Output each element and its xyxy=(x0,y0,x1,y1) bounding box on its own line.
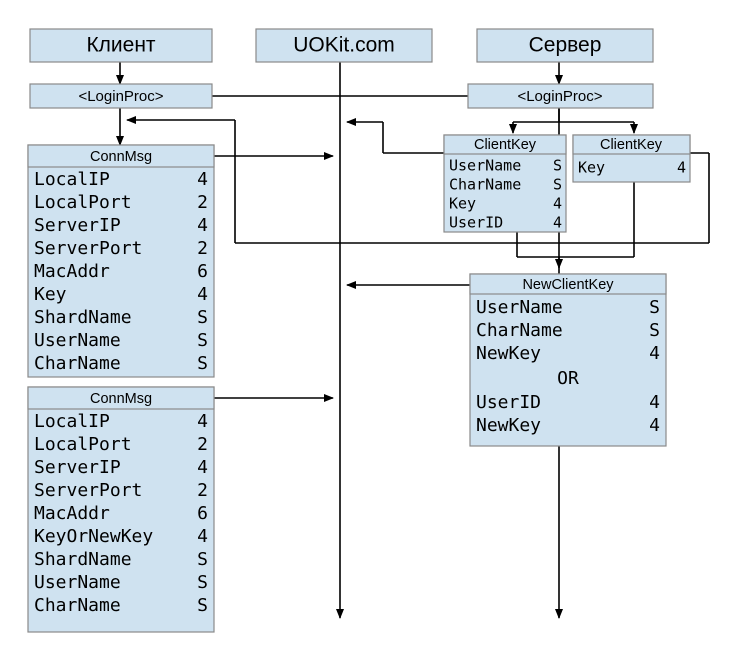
row-name: LocalIP xyxy=(34,411,110,432)
row-name: ServerPort xyxy=(34,480,142,501)
row-name: Key xyxy=(449,195,476,213)
row-size: S xyxy=(649,320,660,341)
connector-return-to-client xyxy=(126,116,710,244)
connector-clientkey1-to-uokit xyxy=(346,118,444,154)
struct-connmsg-1[interactable]: ConnMsg LocalIP 4 LocalPort 2 ServerIP 4… xyxy=(27,144,215,378)
row-name: LocalPort xyxy=(34,192,132,213)
row-size: S xyxy=(553,157,562,175)
struct-separator-or: OR xyxy=(557,368,579,389)
proc-label-server-loginproc: <LoginProc> xyxy=(517,88,602,105)
row-size: 4 xyxy=(197,411,208,432)
row-size: S xyxy=(553,176,562,194)
lifeline-label-server: Сервер xyxy=(529,34,602,57)
row-name: Key xyxy=(34,284,67,305)
struct-connmsg-2[interactable]: ConnMsg LocalIP 4 LocalPort 2 ServerIP 4… xyxy=(27,386,215,633)
row-name: UserID xyxy=(476,392,541,413)
row-size: 2 xyxy=(197,434,208,455)
row-size: 2 xyxy=(197,192,208,213)
row-name: ShardName xyxy=(34,549,132,570)
row-name: CharName xyxy=(34,595,121,616)
row-size: 6 xyxy=(197,261,208,282)
row-size: 4 xyxy=(197,215,208,236)
row-name: Key xyxy=(578,159,605,177)
row-name: KeyOrNewKey xyxy=(34,526,153,547)
row-size: 4 xyxy=(197,284,208,305)
row-name: UserName xyxy=(476,297,563,318)
struct-title-newclientkey: NewClientKey xyxy=(522,277,614,293)
row-name: NewKey xyxy=(476,415,541,436)
struct-clientkey-2[interactable]: ClientKey Key 4 xyxy=(572,134,691,183)
row-size: 4 xyxy=(197,169,208,190)
lifeline-label-uokit: UOKit.com xyxy=(293,34,395,57)
lifeline-header-client[interactable]: Клиент xyxy=(29,28,213,63)
row-size: 4 xyxy=(677,159,686,177)
row-name: ShardName xyxy=(34,307,132,328)
row-name: NewKey xyxy=(476,343,541,364)
row-size: 4 xyxy=(553,195,562,213)
row-name: MacAddr xyxy=(34,261,110,282)
row-name: CharName xyxy=(34,353,121,374)
row-size: S xyxy=(649,297,660,318)
row-name: ServerIP xyxy=(34,457,121,478)
row-size: 2 xyxy=(197,238,208,259)
row-size: 4 xyxy=(197,457,208,478)
lifeline-header-server[interactable]: Сервер xyxy=(476,28,654,63)
row-size: 4 xyxy=(649,392,660,413)
row-size: S xyxy=(197,307,208,328)
struct-clientkey-1[interactable]: ClientKey UserName S CharName S Key 4 Us… xyxy=(443,134,567,233)
row-name: UserName xyxy=(449,157,521,175)
proc-box-client-loginproc[interactable]: <LoginProc> xyxy=(29,83,213,109)
row-size: S xyxy=(197,595,208,616)
row-name: LocalIP xyxy=(34,169,110,190)
row-size: S xyxy=(197,330,208,351)
row-size: 4 xyxy=(197,526,208,547)
row-name: UserID xyxy=(449,214,503,232)
struct-title-clientkey-1: ClientKey xyxy=(474,137,537,153)
struct-newclientkey[interactable]: NewClientKey UserName S CharName S NewKe… xyxy=(469,273,667,447)
row-name: CharName xyxy=(476,320,563,341)
struct-title-connmsg-2: ConnMsg xyxy=(90,391,152,407)
row-size: S xyxy=(197,353,208,374)
row-name: UserName xyxy=(34,330,121,351)
row-size: 2 xyxy=(197,480,208,501)
row-name: LocalPort xyxy=(34,434,132,455)
row-size: 4 xyxy=(649,343,660,364)
row-size: 4 xyxy=(649,415,660,436)
lifeline-header-uokit[interactable]: UOKit.com xyxy=(255,28,433,63)
connector-loginproc-to-clientkeys xyxy=(509,108,638,134)
struct-title-clientkey-2: ClientKey xyxy=(600,137,663,153)
row-name: CharName xyxy=(449,176,521,194)
row-name: MacAddr xyxy=(34,503,110,524)
row-name: UserName xyxy=(34,572,121,593)
lifeline-label-client: Клиент xyxy=(86,34,155,57)
row-size: S xyxy=(197,549,208,570)
row-size: 4 xyxy=(553,214,562,232)
struct-title-connmsg-1: ConnMsg xyxy=(90,149,152,165)
connector-clientkeys-to-newclientkey xyxy=(516,182,635,269)
row-size: S xyxy=(197,572,208,593)
row-name: ServerIP xyxy=(34,215,121,236)
row-name: ServerPort xyxy=(34,238,142,259)
proc-label-client-loginproc: <LoginProc> xyxy=(78,88,163,105)
row-size: 6 xyxy=(197,503,208,524)
proc-box-server-loginproc[interactable]: <LoginProc> xyxy=(467,83,654,109)
